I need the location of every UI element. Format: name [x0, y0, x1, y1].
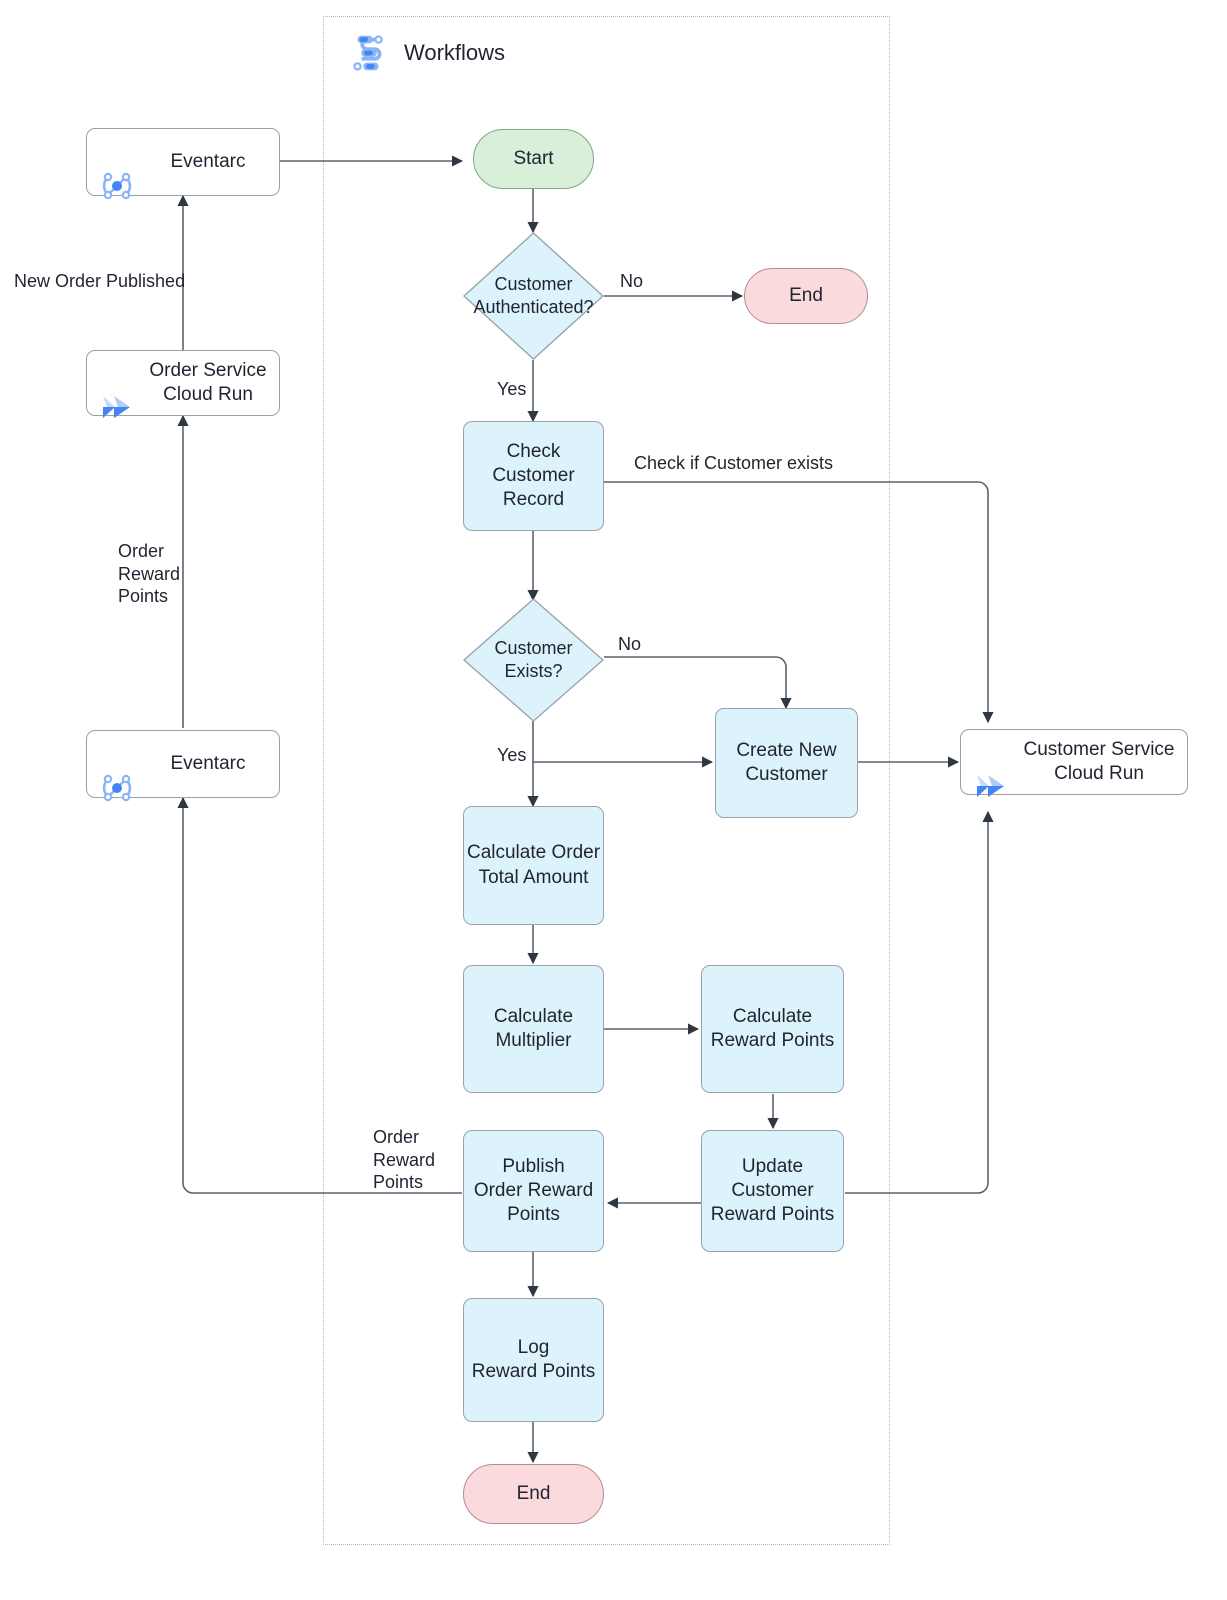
node-publish-order-reward-points[interactable]: Publish Order Reward Points	[463, 1130, 604, 1252]
node-customer-exists[interactable]: Customer Exists?	[463, 598, 604, 722]
node-customer-authenticated[interactable]: Customer Authenticated?	[463, 232, 604, 360]
node-start[interactable]: Start	[473, 129, 594, 189]
workflows-container-title: Workflows	[346, 30, 505, 76]
edge-label-auth-yes: Yes	[497, 379, 527, 399]
node-customer-service-cloud-run-label: Customer Service Cloud Run	[1023, 738, 1175, 784]
edge-label-exists-no: No	[618, 634, 642, 654]
node-eventarc-bottom[interactable]: Eventarc	[86, 730, 280, 802]
edge-label-auth-no: No	[620, 271, 644, 291]
node-calculate-order-total-amount[interactable]: Calculate Order Total Amount	[463, 806, 604, 925]
node-log-reward-points[interactable]: Log Reward Points	[463, 1298, 604, 1422]
node-create-new-customer-label: Create New Customer	[736, 739, 837, 785]
node-end-top[interactable]: End	[744, 268, 868, 324]
node-publish-order-reward-points-label: Publish Order Reward Points	[473, 1155, 594, 1226]
node-eventarc-bottom-label: Eventarc	[170, 752, 246, 774]
edge-label-exists-yes: Yes	[497, 745, 527, 765]
node-check-customer-record[interactable]: Check Customer Record	[463, 421, 604, 531]
node-customer-service-cloud-run[interactable]: Customer Service Cloud Run	[960, 729, 1188, 798]
edge-label-order-reward-points-left: Order Reward Points	[118, 541, 181, 606]
edge-label-order-reward-points-publish: Order Reward Points	[373, 1127, 436, 1192]
node-calculate-reward-points-label: Calculate Reward Points	[710, 1005, 835, 1051]
cloud-run-icon	[971, 742, 1011, 798]
node-check-customer-record-label: Check Customer Record	[492, 440, 575, 511]
node-calculate-order-total-amount-label: Calculate Order Total Amount	[466, 842, 601, 888]
node-log-reward-points-label: Log Reward Points	[471, 1336, 596, 1382]
cloud-run-icon	[97, 363, 137, 419]
eventarc-icon	[97, 142, 137, 200]
workflows-container-label: Workflows	[404, 40, 506, 65]
node-end-bottom-label: End	[516, 1482, 551, 1504]
node-create-new-customer[interactable]: Create New Customer	[715, 708, 858, 818]
node-end-top-label: End	[789, 284, 823, 306]
node-eventarc-top-label: Eventarc	[170, 150, 246, 172]
node-update-customer-reward-points[interactable]: Update Customer Reward Points	[701, 1130, 844, 1252]
node-order-service-cloud-run-label: Order Service Cloud Run	[149, 359, 267, 405]
node-calculate-multiplier-label: Calculate Multiplier	[493, 1005, 574, 1051]
edge-label-new-order-published: New Order Published	[14, 271, 186, 291]
node-customer-exists-label: Customer Exists?	[494, 637, 573, 681]
node-update-customer-reward-points-label: Update Customer Reward Points	[710, 1155, 835, 1226]
node-start-label: Start	[513, 147, 554, 169]
node-end-bottom[interactable]: End	[463, 1464, 604, 1524]
workflows-container	[323, 16, 890, 1545]
node-calculate-multiplier[interactable]: Calculate Multiplier	[463, 965, 604, 1093]
node-customer-authenticated-label: Customer Authenticated?	[473, 273, 594, 317]
node-calculate-reward-points[interactable]: Calculate Reward Points	[701, 965, 844, 1093]
node-order-service-cloud-run[interactable]: Order Service Cloud Run	[86, 350, 280, 419]
workflows-icon	[346, 30, 392, 76]
edge-label-check-if-customer-exists: Check if Customer exists	[634, 453, 834, 473]
node-eventarc-top[interactable]: Eventarc	[86, 128, 280, 200]
eventarc-icon	[97, 744, 137, 802]
